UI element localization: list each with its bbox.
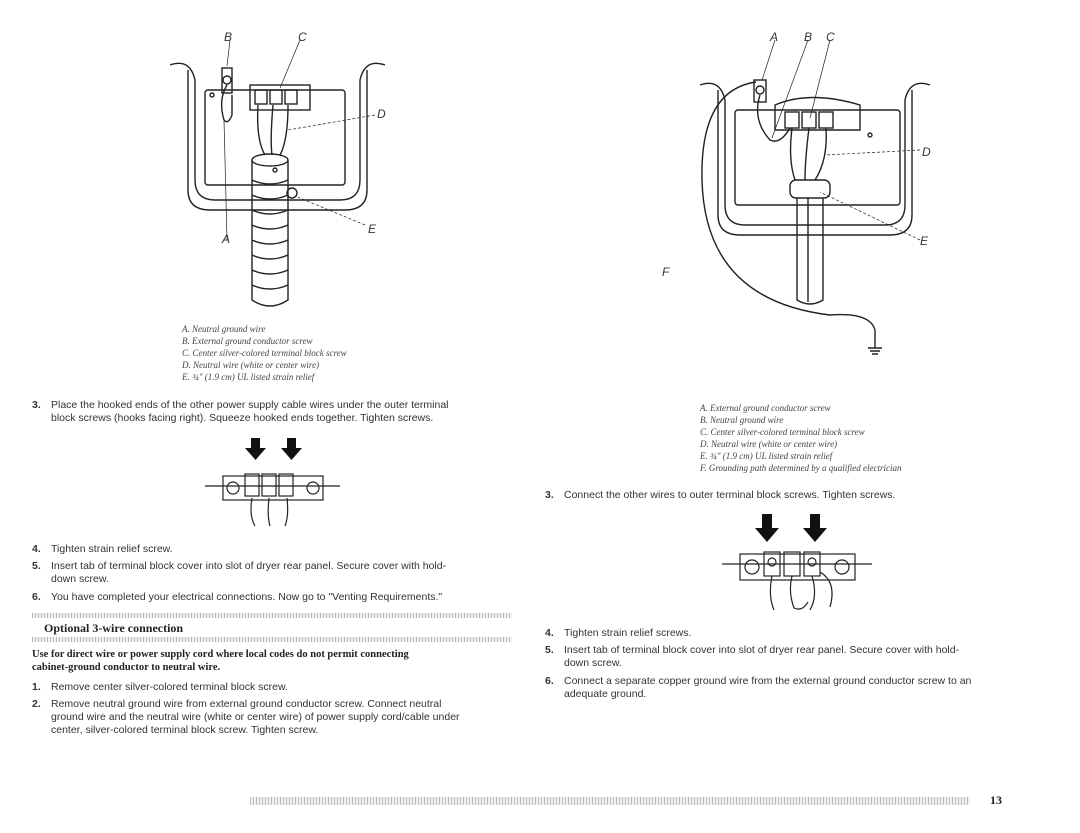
left-step-3: 3. Place the hooked ends of the other po… bbox=[32, 399, 449, 424]
section-step-2: 2. Remove neutral ground wire from exter… bbox=[32, 698, 460, 736]
section-divider-bottom bbox=[32, 637, 512, 642]
left-fig-label-d: D bbox=[377, 107, 386, 121]
right-fig-label-d: D bbox=[922, 145, 931, 159]
page-number: 13 bbox=[990, 793, 1002, 807]
right-fig-label-f: F bbox=[662, 265, 670, 279]
right-step-3: 3. Connect the other wires to outer term… bbox=[545, 489, 896, 501]
section-note: Use for direct wire or power supply cord… bbox=[32, 649, 409, 673]
section-divider-top bbox=[32, 613, 512, 618]
left-terminal-block-diagram bbox=[205, 438, 340, 527]
left-fig-label-b: B bbox=[224, 30, 233, 44]
left-fig-label-c: C bbox=[298, 30, 307, 44]
footer-bar bbox=[250, 797, 970, 805]
right-fig-label-b: B bbox=[804, 30, 813, 44]
left-step-4: 4. Tighten strain relief screw. bbox=[32, 543, 173, 555]
right-fig-label-c: C bbox=[826, 30, 835, 44]
left-step-6: 6. You have completed your electrical co… bbox=[32, 591, 443, 603]
right-step-5: 5. Insert tab of terminal block cover in… bbox=[545, 644, 960, 669]
right-step-6: 6. Connect a separate copper ground wire… bbox=[545, 675, 972, 700]
section-step-1: 1. Remove center silver-colored terminal… bbox=[32, 681, 288, 693]
left-figure-caption: A. Neutral ground wire B. External groun… bbox=[182, 324, 347, 382]
right-figure-caption: A. External ground conductor screw B. Ne… bbox=[700, 403, 902, 473]
left-fig-label-a: A bbox=[222, 232, 231, 246]
right-step-4: 4. Tighten strain relief screws. bbox=[545, 627, 692, 639]
left-fig-label-e: E bbox=[368, 222, 377, 236]
right-terminal-block-diagram bbox=[722, 514, 872, 611]
left-wiring-diagram bbox=[170, 39, 386, 307]
section-title: Optional 3-wire connection bbox=[44, 621, 184, 635]
left-step-5: 5. Insert tab of terminal block cover in… bbox=[32, 560, 447, 585]
right-fig-label-a: A bbox=[770, 30, 779, 44]
right-fig-label-e: E bbox=[920, 234, 929, 248]
right-wiring-diagram bbox=[699, 39, 931, 355]
